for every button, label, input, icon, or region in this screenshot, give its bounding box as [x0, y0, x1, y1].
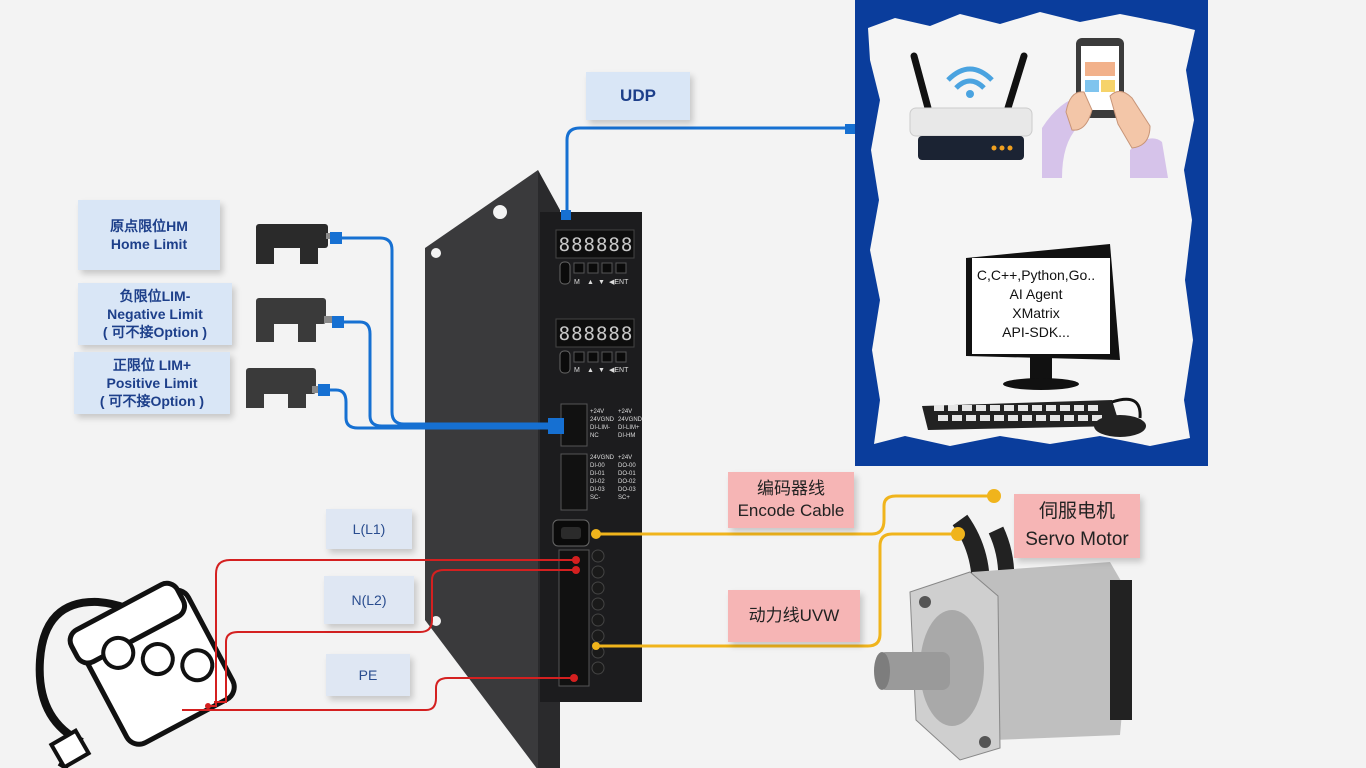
- key-label: ◀ENT: [609, 279, 629, 286]
- key-label: M: [574, 279, 580, 286]
- pc-screen-line: C,C++,Python,Go..: [976, 267, 1096, 283]
- pe-label-text: PE: [358, 667, 378, 683]
- servo-motor-label-zh: 伺服电机: [1038, 501, 1115, 522]
- positive-limit-sensor-icon: [246, 368, 326, 408]
- wire-connectors: [205, 124, 1001, 709]
- svg-text:24VGND: 24VGND: [618, 417, 643, 423]
- pc-screen-line: AI Agent: [1009, 286, 1063, 302]
- svg-text:DI-01: DI-01: [590, 471, 605, 477]
- servo-motor-label-en: Servo Motor: [1025, 529, 1129, 550]
- positive-limit-label-zh: 正限位 LIM+: [112, 357, 192, 373]
- key-label: ▲: [587, 367, 594, 374]
- svg-text:DI-HM: DI-HM: [618, 433, 635, 439]
- pc-screen-text: C,C++,Python,Go.. AI Agent XMatrix API-S…: [968, 266, 1104, 342]
- udp-label-text: UDP: [620, 86, 656, 105]
- phone-icon: [1042, 38, 1168, 178]
- motor-wire: [594, 494, 994, 536]
- wires: [182, 126, 994, 711]
- svg-text:SC-: SC-: [590, 495, 600, 501]
- signal-wire: [336, 236, 556, 426]
- svg-text:24VGND: 24VGND: [590, 455, 615, 461]
- power-wire: [214, 569, 576, 703]
- svg-text:DI-03: DI-03: [590, 487, 605, 493]
- power-wire: [182, 677, 574, 711]
- svg-text:DI-LIM-: DI-LIM-: [590, 425, 610, 431]
- power-cable-label: 动力线UVW: [728, 590, 860, 642]
- key-label: M: [574, 367, 580, 374]
- pc-screen-line: API-SDK...: [1002, 324, 1070, 340]
- key-label: ▲: [587, 279, 594, 286]
- svg-text:DO-02: DO-02: [618, 479, 636, 485]
- power-wire: [208, 559, 576, 707]
- signal-wire: [565, 126, 850, 215]
- svg-text:DO-00: DO-00: [618, 463, 636, 469]
- pe-label: PE: [326, 654, 410, 696]
- svg-text:+24V: +24V: [618, 455, 632, 461]
- svg-text:DO-01: DO-01: [618, 471, 636, 477]
- router-icon: [909, 52, 1033, 160]
- home-limit-label-zh: 原点限位HM: [110, 218, 188, 234]
- servo-motor-label: 伺服电机 Servo Motor: [1014, 494, 1140, 558]
- servo-driver: 888888 888888 M ▲ ▼ ◀ENT M ▲ ▼ ◀ENT +24V…: [425, 170, 643, 768]
- key-label: ◀ENT: [609, 367, 629, 374]
- servo-motor-icon: [874, 514, 1132, 761]
- home-limit-label-en: Home Limit: [110, 236, 188, 252]
- svg-text:24VGND: 24VGND: [590, 417, 615, 423]
- encoder-cable-label-en: Encode Cable: [737, 501, 845, 520]
- signal-wire: [324, 388, 556, 430]
- positive-limit-label-en: Positive Limit: [106, 375, 198, 391]
- svg-text:DI-00: DI-00: [590, 463, 605, 469]
- svg-text:NC: NC: [590, 433, 599, 439]
- positive-limit-label-note: ( 可不接Option ): [99, 393, 205, 409]
- network-panel: [855, 0, 1208, 466]
- svg-text:SC+: SC+: [618, 495, 630, 501]
- computer-icon: [922, 244, 1146, 437]
- svg-text:888888: 888888: [559, 234, 634, 256]
- key-label: ▼: [598, 367, 605, 374]
- svg-text:888888: 888888: [559, 323, 634, 345]
- power-strip-icon: [35, 580, 237, 768]
- l2-label-text: N(L2): [351, 592, 387, 608]
- encoder-cable-label-zh: 编码器线: [757, 479, 825, 498]
- power-cable-label-text: 动力线UVW: [748, 606, 840, 625]
- negative-limit-label-note: ( 可不接Option ): [102, 324, 208, 340]
- negative-limit-sensor-icon: [256, 298, 338, 342]
- negative-limit-label-zh: 负限位LIM-: [119, 288, 191, 304]
- svg-text:DO-03: DO-03: [618, 487, 636, 493]
- home-limit-label: 原点限位HM Home Limit: [78, 200, 220, 270]
- svg-text:+24V: +24V: [590, 409, 604, 415]
- svg-text:DI-02: DI-02: [590, 479, 605, 485]
- positive-limit-label: 正限位 LIM+ Positive Limit ( 可不接Option ): [74, 352, 230, 414]
- svg-text:DI-LIM+: DI-LIM+: [618, 425, 640, 431]
- pc-screen-line: XMatrix: [1012, 305, 1060, 321]
- encoder-cable-label: 编码器线 Encode Cable: [728, 472, 854, 528]
- signal-wire: [338, 320, 556, 428]
- home-limit-sensor-icon: [256, 224, 338, 264]
- key-label: ▼: [598, 279, 605, 286]
- svg-text:+24V: +24V: [618, 409, 632, 415]
- negative-limit-label: 负限位LIM- Negative Limit ( 可不接Option ): [78, 283, 232, 345]
- l2-label: N(L2): [324, 576, 414, 624]
- motor-wire: [596, 532, 958, 648]
- l1-label: L(L1): [326, 509, 412, 549]
- udp-label: UDP: [586, 72, 690, 120]
- negative-limit-label-en: Negative Limit: [107, 306, 203, 322]
- l1-label-text: L(L1): [352, 521, 386, 537]
